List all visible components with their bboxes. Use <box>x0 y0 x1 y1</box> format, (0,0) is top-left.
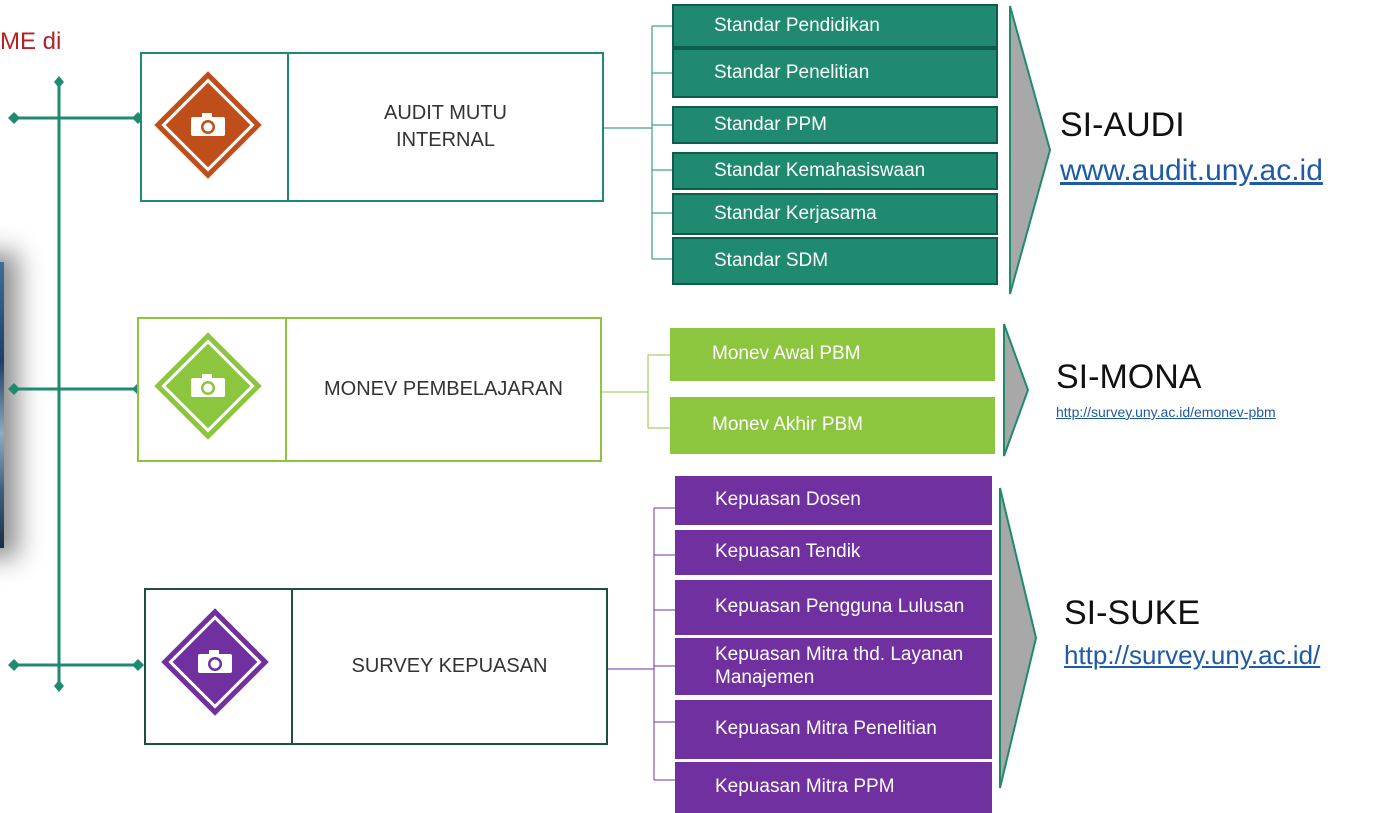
survey-item: Kepuasan Tendik <box>675 530 992 578</box>
survey-diamond <box>161 608 269 716</box>
survey-item: Kepuasan Mitra PPM <box>675 762 992 813</box>
audit-item: Standar PPM <box>672 106 998 144</box>
survey-item: Kepuasan Mitra thd. Layanan Manajemen <box>675 638 992 698</box>
survey-title: SURVEY KEPUASAN <box>351 655 548 677</box>
monev-item: Monev Awal PBM <box>670 328 995 381</box>
si-audi-label: SI-AUDI <box>1060 106 1185 144</box>
audit-item: Standar Kemahasiswaan <box>672 152 998 190</box>
spine-bottom-diamond <box>54 680 64 692</box>
spine-top-diamond <box>54 76 64 88</box>
si-audi-link[interactable]: www.audit.uny.ac.id <box>1060 154 1323 187</box>
si-suke-link[interactable]: http://survey.uny.ac.id/ <box>1064 640 1321 670</box>
camera-icon <box>198 650 232 673</box>
camera-icon <box>191 113 225 136</box>
audit-item: Standar Penelitian <box>672 48 998 98</box>
arrow-monev <box>1003 323 1030 457</box>
audit-item: Standar SDM <box>672 237 998 285</box>
si-mona-label: SI-MONA <box>1056 358 1202 396</box>
survey-item: Kepuasan Mitra Penelitian <box>675 700 992 762</box>
camera-icon <box>191 374 225 397</box>
survey-item: Kepuasan Dosen <box>675 476 992 528</box>
arrow-audit <box>1009 5 1052 295</box>
audit-diamond <box>154 71 262 179</box>
si-mona-link[interactable]: http://survey.uny.ac.id/emonev-pbm <box>1056 404 1276 420</box>
monev-item: Monev Akhir PBM <box>670 397 995 454</box>
audit-item: Standar Pendidikan <box>672 4 998 48</box>
monev-title: MONEV PEMBELAJARAN <box>324 378 563 400</box>
si-suke-label: SI-SUKE <box>1064 594 1201 632</box>
header-cut-text: ME di <box>0 28 62 55</box>
audit-item: Standar Kerjasama <box>672 193 998 235</box>
monev-diamond <box>154 332 262 440</box>
background-photo <box>0 262 4 548</box>
survey-item: Kepuasan Pengguna Lulusan <box>675 580 992 638</box>
arrow-survey <box>999 487 1038 789</box>
audit-mutu-title: AUDIT MUTU INTERNAL <box>384 102 507 151</box>
